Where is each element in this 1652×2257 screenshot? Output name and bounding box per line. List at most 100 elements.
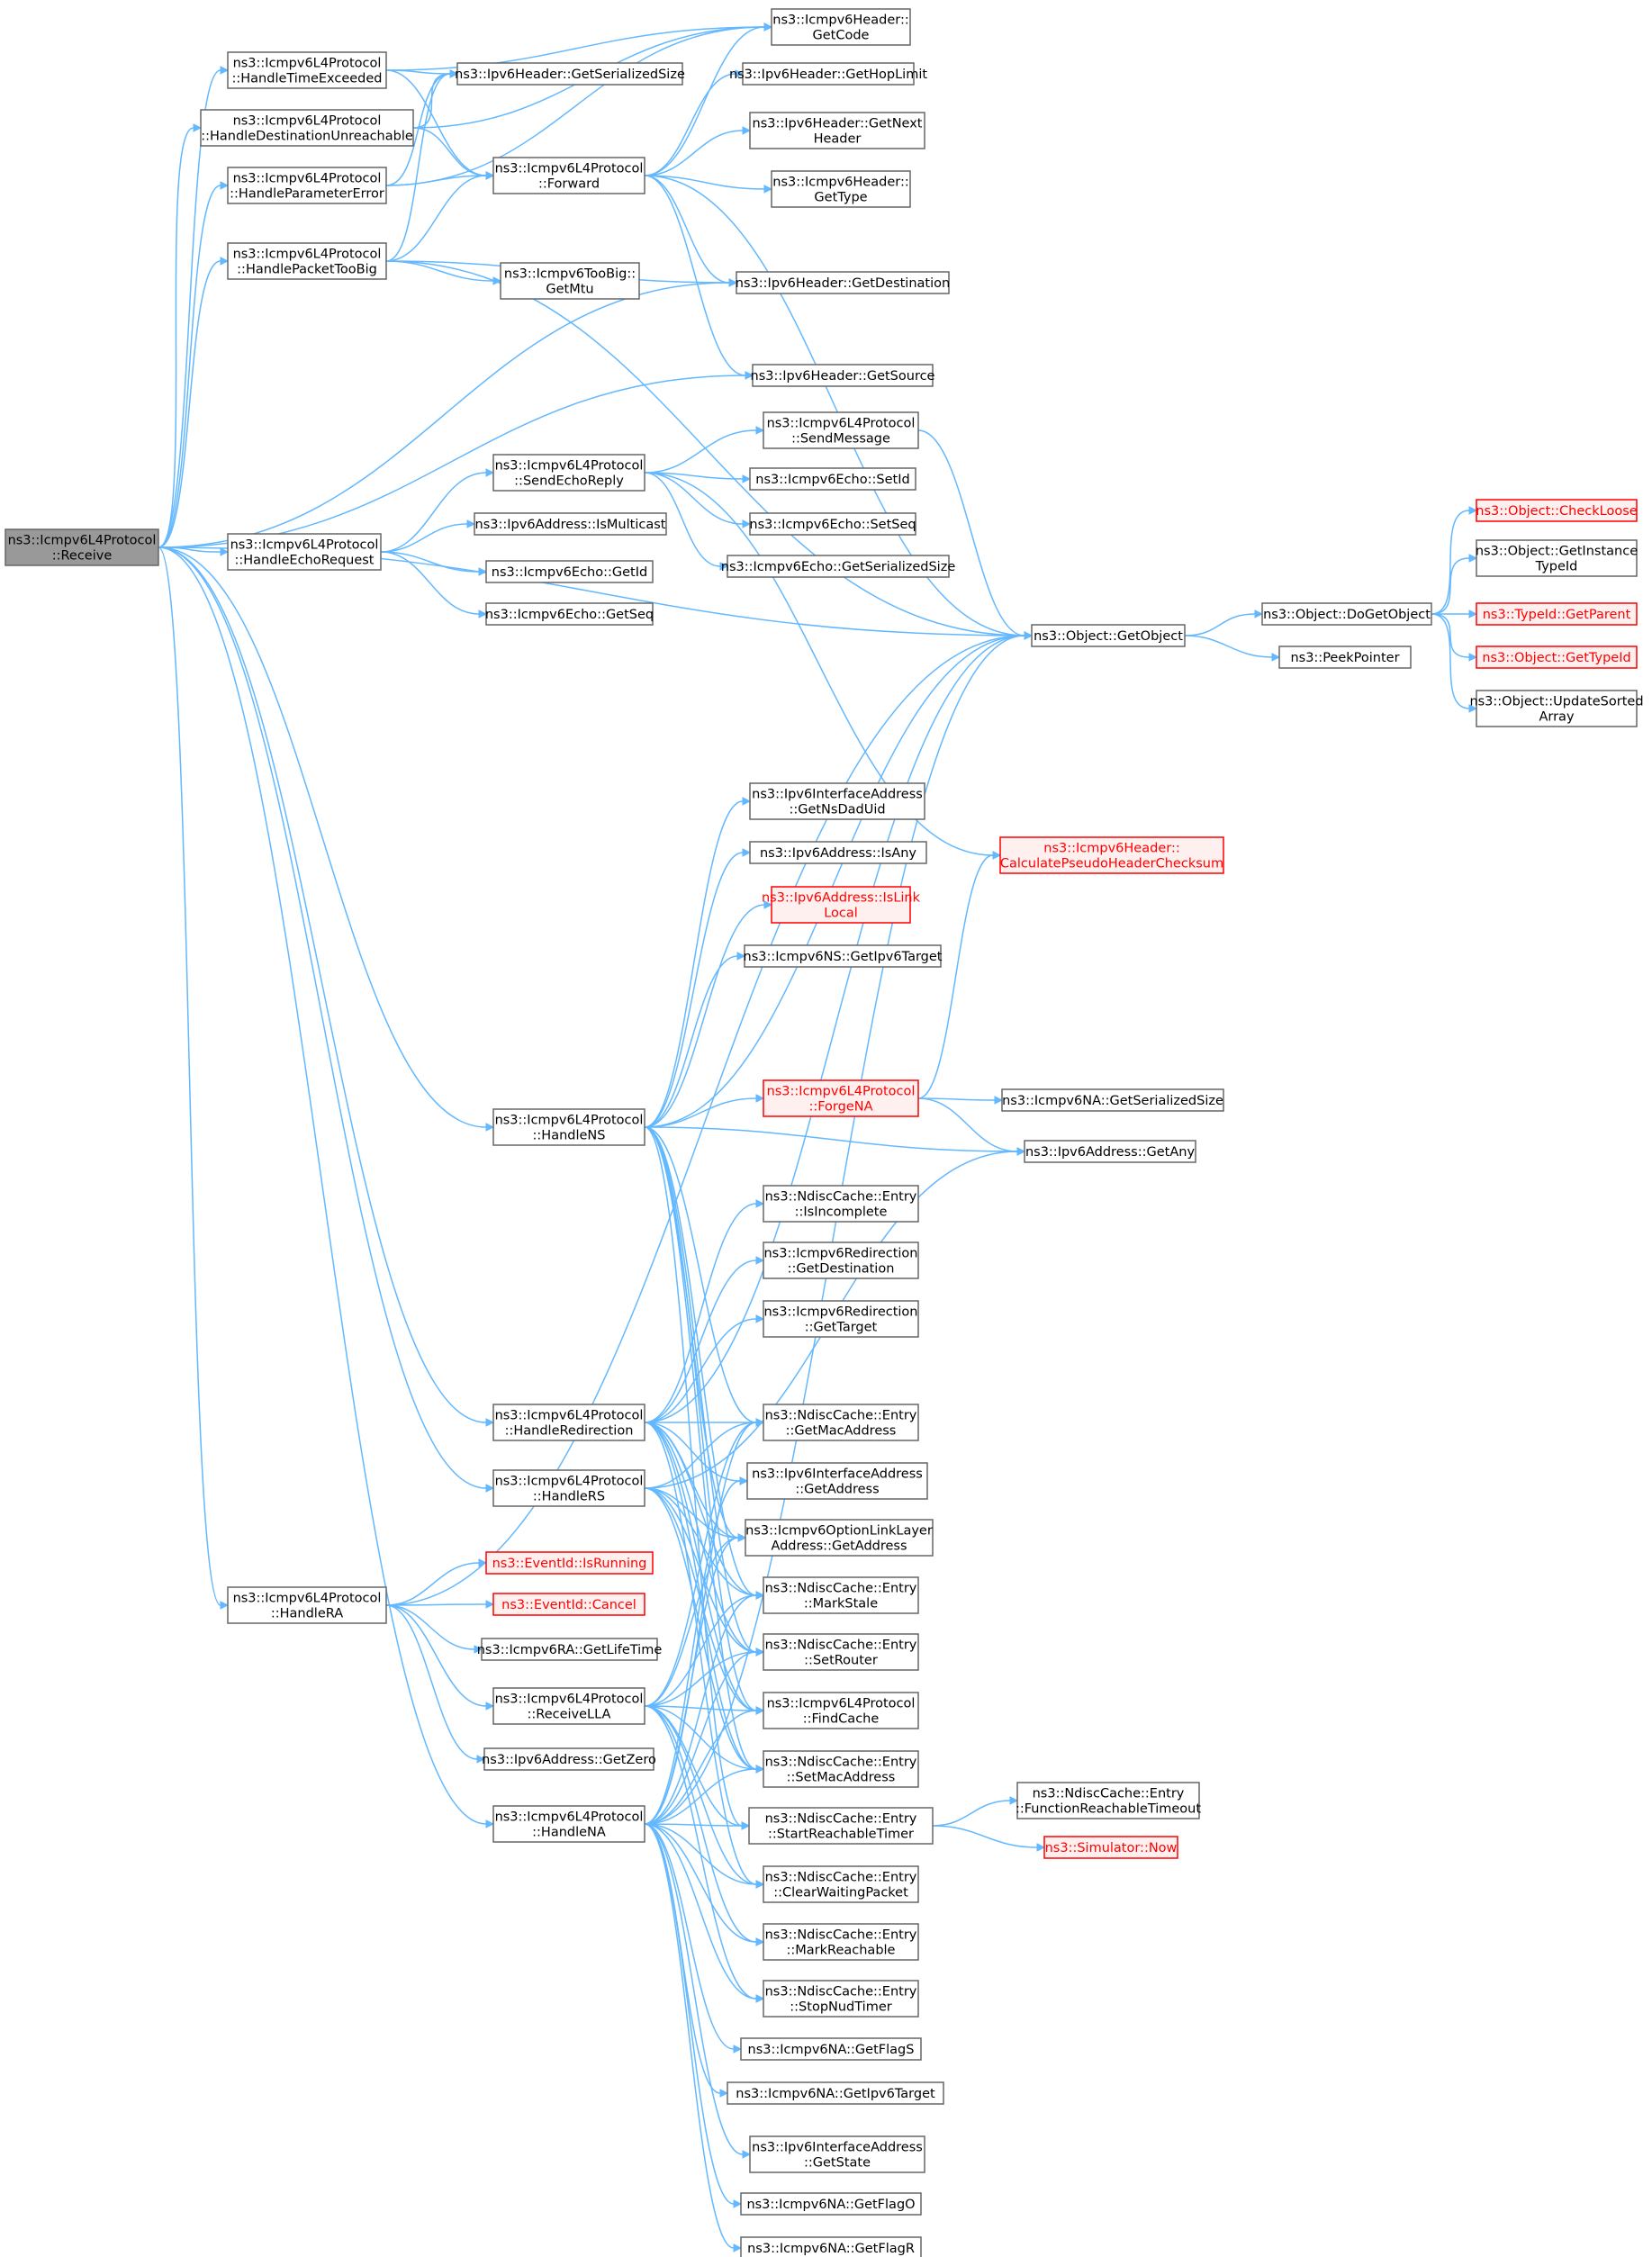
edge-hptb-to-forward [385, 175, 487, 262]
node-ser[interactable]: ns3::Icmpv6L4Protocol::SendEchoReply [492, 454, 645, 492]
node-peek[interactable]: ns3::PeekPointer [1278, 646, 1412, 669]
node-findcache[interactable]: ns3::Icmpv6L4Protocol::FindCache [763, 1692, 919, 1729]
node-nagt[interactable]: ns3::Icmpv6NA::GetIpv6Target [727, 2081, 944, 2105]
node-mreach[interactable]: ns3::NdiscCache::Entry::MarkReachable [763, 1923, 919, 1961]
node-label: ns3::Icmpv6L4Protocol [767, 1697, 916, 1711]
edge-hns-to-nsgt [644, 955, 738, 1128]
node-getany[interactable]: ns3::Ipv6Address::GetAny [1024, 1140, 1196, 1163]
node-rlla[interactable]: ns3::Icmpv6L4Protocol::ReceiveLLA [492, 1687, 645, 1725]
edge-hna-to-iagst [644, 1823, 744, 2155]
node-gmac[interactable]: ns3::NdiscCache::Entry::GetMacAddress [763, 1404, 919, 1441]
node-olla[interactable]: ns3::Icmpv6OptionLinkLayerAddress::GetAd… [745, 1519, 934, 1557]
node-isrun[interactable]: ns3::EventId::IsRunning [485, 1551, 654, 1575]
arrow-head [755, 1256, 765, 1265]
node-flags[interactable]: ns3::Icmpv6NA::GetFlagS [740, 2037, 922, 2061]
edge-hra-to-galt [385, 1604, 475, 1650]
node-label: CalculatePseudoHeaderChecksum [1000, 857, 1223, 871]
node-label: ns3::PeekPointer [1290, 651, 1399, 665]
node-hptb[interactable]: ns3::Icmpv6L4Protocol::HandlePacketTooBi… [227, 242, 387, 280]
node-ismc[interactable]: ns3::Ipv6Address::IsMulticast [474, 512, 667, 536]
node-label: ns3::Icmpv6NA::GetSerializedSize [1002, 1094, 1223, 1108]
edge-forgena-to-nagss [917, 1097, 996, 1101]
node-nagss[interactable]: ns3::Icmpv6NA::GetSerializedSize [1001, 1088, 1224, 1112]
node-getmtu[interactable]: ns3::Icmpv6TooBig::GetMtu [500, 262, 640, 300]
arrow-head [742, 519, 752, 528]
node-snud[interactable]: ns3::NdiscCache::Entry::StopNudTimer [763, 1980, 919, 2018]
edge-her-to-getseq [380, 551, 480, 615]
node-getparent[interactable]: ns3::TypeId::GetParent [1476, 602, 1638, 626]
arrow-head [220, 181, 230, 190]
edge-hna-to-setrouter [644, 1651, 757, 1825]
node-label: TypeId [1535, 560, 1578, 574]
node-ghl[interactable]: ns3::Ipv6Header::GetHopLimit [729, 62, 927, 86]
node-rgd[interactable]: ns3::Icmpv6Redirection::GetDestination [763, 1241, 919, 1279]
node-isinc[interactable]: ns3::NdiscCache::Entry::IsIncomplete [763, 1185, 919, 1223]
node-box [727, 555, 950, 578]
node-dogetobj[interactable]: ns3::Object::DoGetObject [1261, 602, 1432, 626]
node-isany[interactable]: ns3::Ipv6Address::IsAny [749, 841, 927, 864]
node-box [1031, 624, 1186, 647]
node-getobj[interactable]: ns3::Object::GetObject [1031, 624, 1186, 647]
node-box [500, 262, 640, 300]
node-flagr[interactable]: ns3::Icmpv6NA::GetFlagR [740, 2236, 922, 2257]
node-getcode[interactable]: ns3::Icmpv6Header::GetCode [771, 8, 911, 46]
node-now[interactable]: ns3::Simulator::Now [1043, 1836, 1178, 1859]
node-hdu[interactable]: ns3::Icmpv6L4Protocol::HandleDestination… [200, 109, 414, 147]
node-cphc[interactable]: ns3::Icmpv6Header::CalculatePseudoHeader… [999, 836, 1224, 874]
node-hns[interactable]: ns3::Icmpv6L4Protocol::HandleNS [492, 1108, 645, 1146]
node-gdest[interactable]: ns3::Ipv6Header::GetDestination [736, 271, 950, 294]
node-box [227, 51, 387, 89]
node-getid[interactable]: ns3::Icmpv6Echo::GetId [485, 560, 654, 583]
edge-rlla-to-olla [644, 1537, 739, 1707]
node-label: ns3::EventId::IsRunning [492, 1557, 647, 1571]
node-getseq[interactable]: ns3::Icmpv6Echo::GetSeq [485, 602, 654, 626]
node-gzero[interactable]: ns3::Ipv6Address::GetZero [482, 1747, 656, 1771]
node-setseq[interactable]: ns3::Icmpv6Echo::SetSeq [749, 512, 916, 536]
node-galt[interactable]: ns3::Icmpv6RA::GetLifeTime [477, 1638, 663, 1661]
node-setmac[interactable]: ns3::NdiscCache::Entry::SetMacAddress [763, 1750, 919, 1788]
node-forgena[interactable]: ns3::Icmpv6L4Protocol::ForgeNA [763, 1079, 919, 1117]
node-srt[interactable]: ns3::NdiscCache::Entry::StartReachableTi… [748, 1807, 934, 1845]
node-hra[interactable]: ns3::Icmpv6L4Protocol::HandleRA [227, 1586, 387, 1624]
node-gettypeid[interactable]: ns3::Object::GetTypeId [1476, 646, 1638, 669]
node-hrs[interactable]: ns3::Icmpv6L4Protocol::HandleRS [492, 1469, 645, 1507]
node-hredir[interactable]: ns3::Icmpv6L4Protocol::HandleRedirection [492, 1404, 645, 1441]
node-label: ::HandleTimeExceeded [231, 72, 382, 86]
node-label: ns3::NdiscCache::Entry [765, 1756, 917, 1770]
node-frt[interactable]: ns3::NdiscCache::Entry::FunctionReachabl… [1016, 1782, 1201, 1819]
edge-srt-to-now [932, 1825, 1038, 1848]
node-sendmsg[interactable]: ns3::Icmpv6L4Protocol::SendMessage [763, 411, 919, 449]
node-label: ns3::NdiscCache::Entry [765, 1639, 917, 1653]
node-label: ns3::Ipv6Header::GetHopLimit [729, 68, 927, 82]
node-forward[interactable]: ns3::Icmpv6L4Protocol::Forward [492, 157, 645, 194]
node-gsrc[interactable]: ns3::Ipv6Header::GetSource [751, 364, 935, 387]
node-receive[interactable]: ns3::Icmpv6L4Protocol::Receive [5, 528, 159, 566]
node-nsgt[interactable]: ns3::Icmpv6NS::GetIpv6Target [744, 944, 943, 968]
node-iaga[interactable]: ns3::Ipv6InterfaceAddress::GetAddress [746, 1462, 928, 1500]
node-setrouter[interactable]: ns3::NdiscCache::Entry::SetRouter [763, 1633, 919, 1671]
node-hpe[interactable]: ns3::Icmpv6L4Protocol::HandleParameterEr… [227, 167, 387, 204]
node-nsdad[interactable]: ns3::Ipv6InterfaceAddress::GetNsDadUid [749, 782, 925, 820]
edge-hna-to-srt [644, 1823, 743, 1827]
node-setid[interactable]: ns3::Icmpv6Echo::SetId [749, 467, 916, 491]
node-hte[interactable]: ns3::Icmpv6L4Protocol::HandleTimeExceede… [227, 51, 387, 89]
node-gtype[interactable]: ns3::Icmpv6Header::GetType [771, 170, 911, 208]
node-label: ns3::Icmpv6Redirection [763, 1305, 917, 1320]
node-gss[interactable]: ns3::Ipv6Header::GetSerializedSize [455, 62, 685, 86]
edge-hna-to-cwp [644, 1823, 757, 1885]
node-cwp[interactable]: ns3::NdiscCache::Entry::ClearWaitingPack… [763, 1865, 919, 1903]
node-iagst[interactable]: ns3::Ipv6InterfaceAddress::GetState [749, 2135, 925, 2173]
node-cancel[interactable]: ns3::EventId::Cancel [492, 1593, 645, 1616]
node-her[interactable]: ns3::Icmpv6L4Protocol::HandleEchoRequest [227, 533, 382, 571]
node-flago[interactable]: ns3::Icmpv6NA::GetFlagO [740, 2192, 922, 2216]
node-rgt[interactable]: ns3::Icmpv6Redirection::GetTarget [763, 1300, 919, 1338]
arrow-head [742, 848, 752, 857]
node-mstale[interactable]: ns3::NdiscCache::Entry::MarkStale [763, 1576, 919, 1614]
node-checkloose[interactable]: ns3::Object::CheckLoose [1476, 499, 1638, 522]
node-egss[interactable]: ns3::Icmpv6Echo::GetSerializedSize [721, 555, 956, 578]
node-hna[interactable]: ns3::Icmpv6L4Protocol::HandleNA [492, 1805, 645, 1843]
